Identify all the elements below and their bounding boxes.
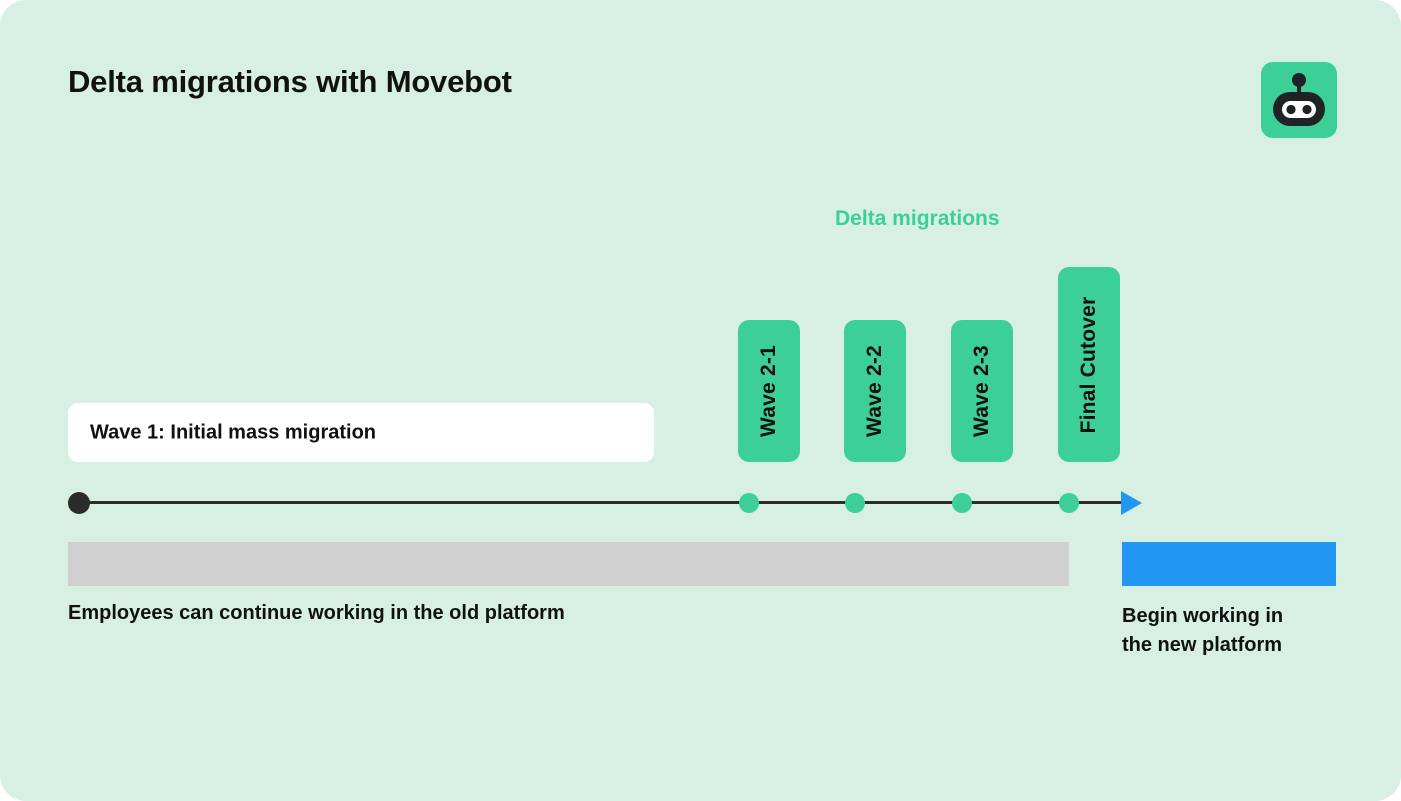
wave-box-label: Wave 2-2 [863,345,886,437]
wave-box-2-3[interactable]: Wave 2-3 [951,320,1013,462]
wave-1-label: Wave 1: Initial mass migration [90,421,377,443]
wave-box-label: Wave 2-3 [970,345,993,437]
page-title: Delta migrations with Movebot [68,64,512,99]
wave-box-2-2[interactable]: Wave 2-2 [844,320,906,462]
movebot-robot-icon [1261,62,1337,138]
old-platform-caption: Employees can continue working in the ol… [68,602,565,624]
timeline-arrow-icon [1121,491,1142,515]
timeline-dot-wave-2-2 [845,493,865,513]
timeline-dot-wave-2-3 [952,493,972,513]
timeline-start-dot-icon [68,492,90,514]
timeline-dot-wave-2-1 [739,493,759,513]
wave-box-label: Final Cutover [1077,296,1100,433]
old-platform-bar [68,542,1069,586]
new-platform-caption-line-2: the new platform [1122,634,1283,656]
new-platform-bar [1122,542,1336,586]
wave-1-card[interactable]: Wave 1: Initial mass migration [68,403,654,462]
wave-box-label: Wave 2-1 [757,345,780,437]
timeline-dot-final-cutover [1059,493,1079,513]
timeline-axis [79,501,1127,504]
new-platform-caption: Begin working in the new platform [1122,602,1347,660]
delta-migrations-label: Delta migrations [835,207,1000,230]
wave-box-final-cutover[interactable]: Final Cutover [1058,267,1120,462]
new-platform-caption-line-1: Begin working in [1122,605,1284,627]
wave-box-2-1[interactable]: Wave 2-1 [738,320,800,462]
